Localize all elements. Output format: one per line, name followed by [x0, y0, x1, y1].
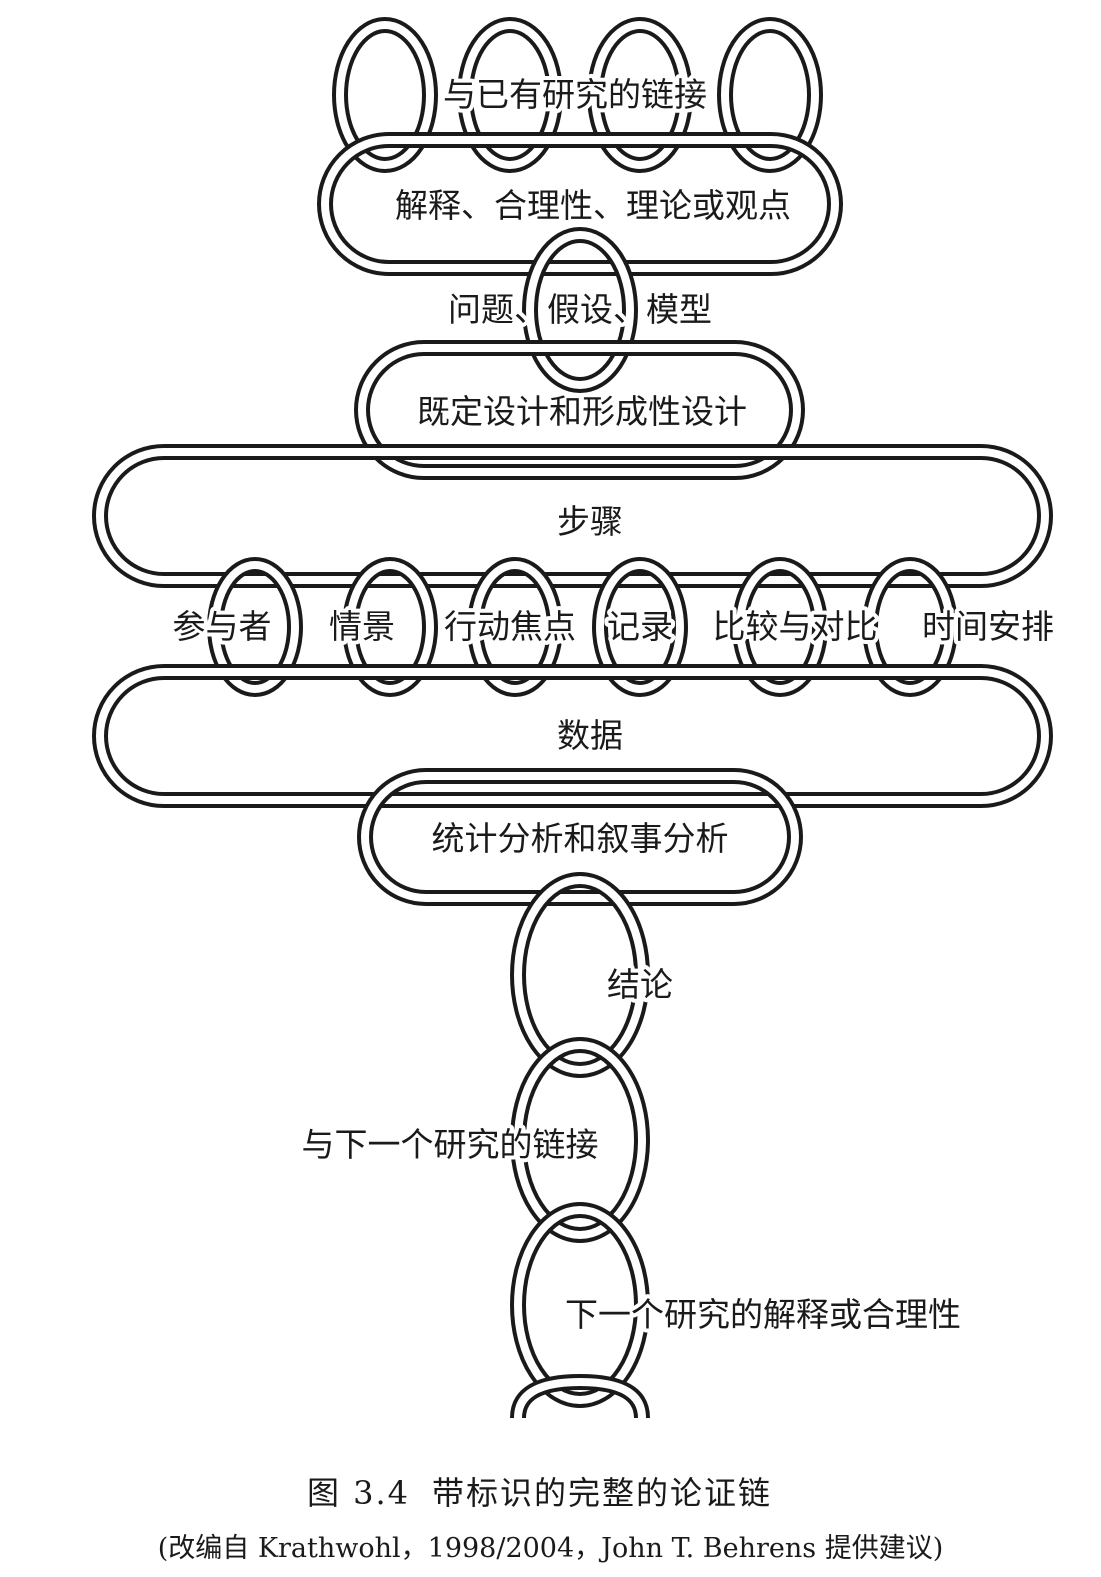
next-link-ring: [510, 1037, 650, 1243]
conclusion-ring: [510, 872, 650, 1078]
element-ring-1: [207, 557, 303, 697]
questions-ring: [522, 227, 638, 393]
label-explanation: 解释、合理性、理论或观点: [395, 186, 791, 225]
element-ring-2: [342, 557, 438, 697]
figure-caption: 图 3.4 带标识的完整的论证链: [0, 1468, 1101, 1514]
element-ring-6: [862, 557, 958, 697]
label-steps: 步骤: [557, 502, 623, 541]
figure-title: 带标识的完整的论证链: [432, 1474, 773, 1512]
explanation-loop: [317, 132, 843, 276]
label-conclusion: 结论: [607, 965, 673, 1004]
label-element-participants: 参与者: [173, 607, 272, 646]
analysis-loop: [357, 768, 803, 906]
figure-number: 图 3.4: [306, 1474, 411, 1512]
bottom-partial-ring: [510, 1373, 650, 1419]
label-analysis: 统计分析和叙事分析: [432, 819, 729, 858]
element-ring-4: [592, 557, 688, 697]
label-element-timing: 时间安排: [922, 607, 1054, 646]
top-ring-2: [457, 17, 563, 173]
element-ring-3: [467, 557, 563, 697]
top-ring-4: [717, 17, 823, 173]
argument-chain-diagram: 与已有研究的链接 解释、合理性、理论或观点 问题、假设、模型 既定设计和形成性设…: [92, 17, 1054, 1419]
data-loop: [92, 664, 1053, 808]
label-element-setting: 情景: [329, 607, 395, 646]
design-loop: [354, 340, 805, 480]
label-data: 数据: [557, 716, 623, 755]
label-element-records: 记录: [607, 607, 673, 646]
label-design: 既定设计和形成性设计: [417, 392, 747, 431]
label-next-explanation: 下一个研究的解释或合理性: [565, 1295, 961, 1334]
label-element-comparison: 比较与对比: [713, 607, 878, 646]
top-small-rings: [332, 17, 823, 173]
next-explanation-ring: [510, 1202, 650, 1408]
figure-source: (改编自 Krathwohl，1998/2004，John T. Behrens…: [157, 1533, 944, 1564]
label-element-action-focus: 行动焦点: [444, 607, 576, 646]
element-ring-5: [732, 557, 828, 697]
top-ring-3: [587, 17, 693, 173]
label-questions: 问题、假设、模型: [448, 290, 712, 329]
top-ring-1: [332, 17, 438, 173]
label-next-research-link: 与下一个研究的链接: [302, 1125, 599, 1164]
label-prior-research-link: 与已有研究的链接: [443, 75, 707, 114]
element-rings: [207, 557, 958, 697]
steps-loop: [92, 444, 1053, 588]
